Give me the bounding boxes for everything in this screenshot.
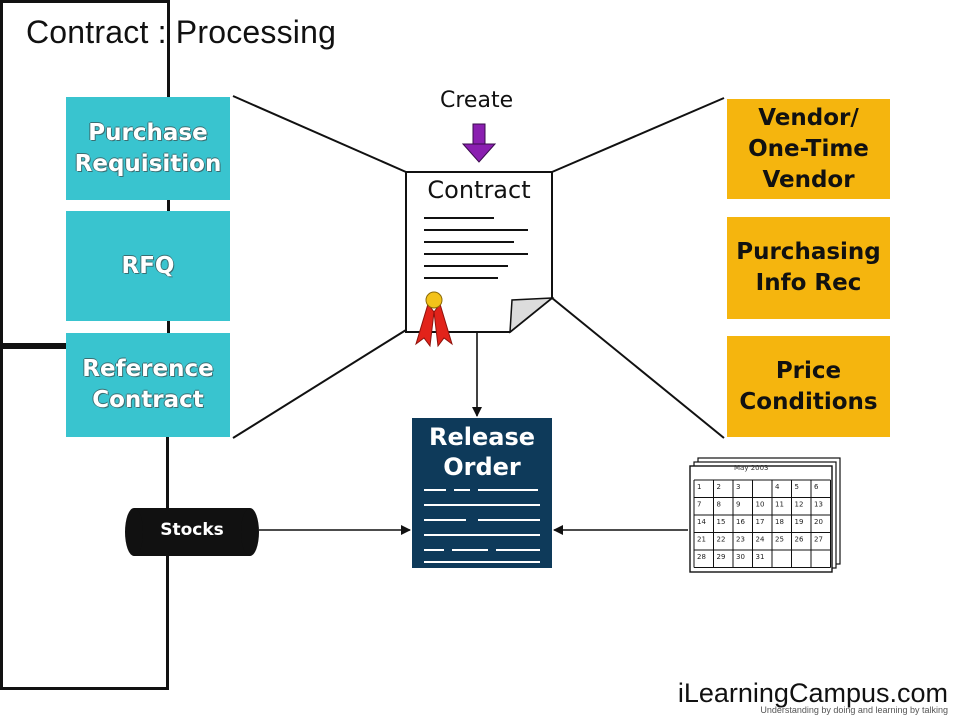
price-conditions-box: Price Conditions — [727, 336, 890, 437]
vendor-box: Vendor/ One-Time Vendor — [727, 99, 890, 199]
brand-tagline: Understanding by doing and learning by t… — [760, 705, 948, 715]
calendar-day: 17 — [756, 518, 765, 526]
calendar-day: 8 — [717, 501, 721, 509]
page-title: Contract : Processing — [26, 14, 337, 50]
purchasing-info-rec-box: Purchasing Info Rec — [727, 217, 890, 319]
calendar-day: 25 — [775, 536, 784, 544]
funnel-line-right-bottom — [551, 297, 725, 439]
calendar-day: 26 — [795, 536, 804, 544]
calendar-day: 24 — [756, 536, 765, 544]
calendar-day: 16 — [736, 518, 745, 526]
calendar-day: 28 — [697, 553, 706, 561]
calendar-day: 21 — [697, 536, 706, 544]
calendar-day: 30 — [736, 553, 745, 561]
purchase-requisition-box: Purchase Requisition — [66, 97, 230, 200]
create-arrow-icon — [461, 123, 497, 163]
funnel-line-left-top — [232, 95, 407, 173]
calendar-day: 22 — [717, 536, 726, 544]
funnel-line-left-bottom — [232, 329, 407, 439]
funnel-line-right-top — [551, 97, 725, 173]
calendar-day: 15 — [717, 518, 726, 526]
calendar-day: 6 — [814, 483, 819, 491]
calendar-day: 1 — [697, 483, 701, 491]
calendar-day: 11 — [775, 501, 784, 509]
calendar-title: May 2003 — [734, 464, 769, 472]
calendar-day: 13 — [814, 501, 823, 509]
calendar-day: 12 — [795, 501, 804, 509]
calendar-day: 31 — [756, 553, 765, 561]
stocks-label: Stocks — [160, 520, 224, 540]
contract-document-icon — [405, 171, 555, 334]
release-order-label: Release Order — [428, 423, 536, 481]
calendar-day: 23 — [736, 536, 745, 544]
reference-contract-box: Reference Contract — [66, 333, 230, 437]
calendar-day: 5 — [795, 483, 799, 491]
calendar-day: 9 — [736, 501, 740, 509]
release-order-box — [412, 418, 552, 568]
ribbon-seal-icon — [415, 291, 453, 348]
calendar-day: 29 — [717, 553, 726, 561]
calendar-day: 18 — [775, 518, 784, 526]
stocks-cylinder-icon — [125, 508, 259, 556]
calendar-day: 14 — [697, 518, 706, 526]
rfq-box: RFQ — [66, 211, 230, 321]
calendar-day: 3 — [736, 483, 740, 491]
calendar-day: 27 — [814, 536, 823, 544]
calendar-day: 10 — [756, 501, 765, 509]
contract-label: Contract — [427, 176, 531, 204]
calendar-day: 2 — [717, 483, 721, 491]
calendar-day: 19 — [795, 518, 804, 526]
calendar-day: 20 — [814, 518, 823, 526]
create-label: Create — [440, 88, 514, 113]
brand-logo-text: iLearningCampus.com — [677, 678, 948, 708]
calendar-day: 7 — [697, 501, 701, 509]
calendar-day: 4 — [775, 483, 780, 491]
